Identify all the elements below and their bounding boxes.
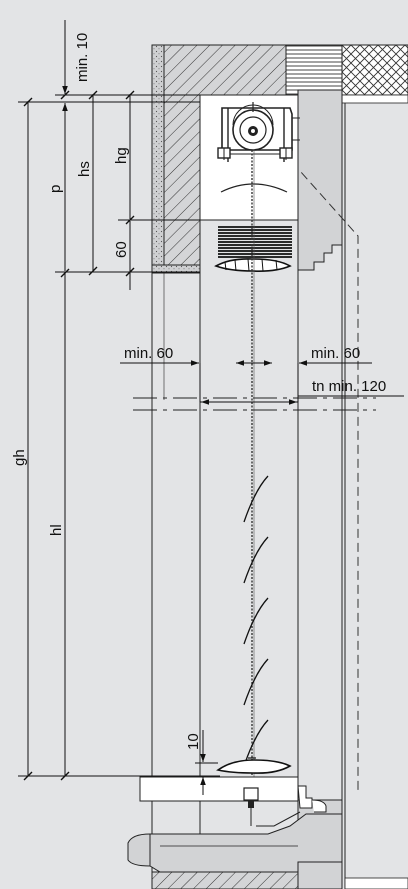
break-lines	[133, 397, 376, 411]
tilted-slats	[243, 475, 269, 767]
slat-stack	[214, 226, 292, 272]
dimension-labels: min. 10 p hs hg 60 gh hl min. 60 min. 60…	[11, 33, 386, 750]
window-sill	[127, 776, 343, 889]
label-min10-top: min. 10	[74, 33, 91, 82]
label-tn-min120: tn min. 120	[312, 378, 386, 395]
label-min60-left: min. 60	[124, 345, 173, 362]
label-hl: hl	[48, 524, 65, 536]
dimension-lines	[18, 20, 404, 795]
label-hs: hs	[76, 161, 93, 177]
label-gh: gh	[11, 449, 28, 466]
label-60: 60	[113, 241, 130, 258]
label-hg: hg	[113, 147, 130, 164]
bottom-rail	[216, 757, 292, 774]
window-frame	[291, 89, 408, 889]
label-p: p	[47, 185, 64, 193]
label-10-bottom: 10	[185, 733, 202, 750]
guide-cable	[251, 150, 255, 790]
blind-box	[199, 94, 300, 221]
label-min60-right: min. 60	[311, 345, 360, 362]
